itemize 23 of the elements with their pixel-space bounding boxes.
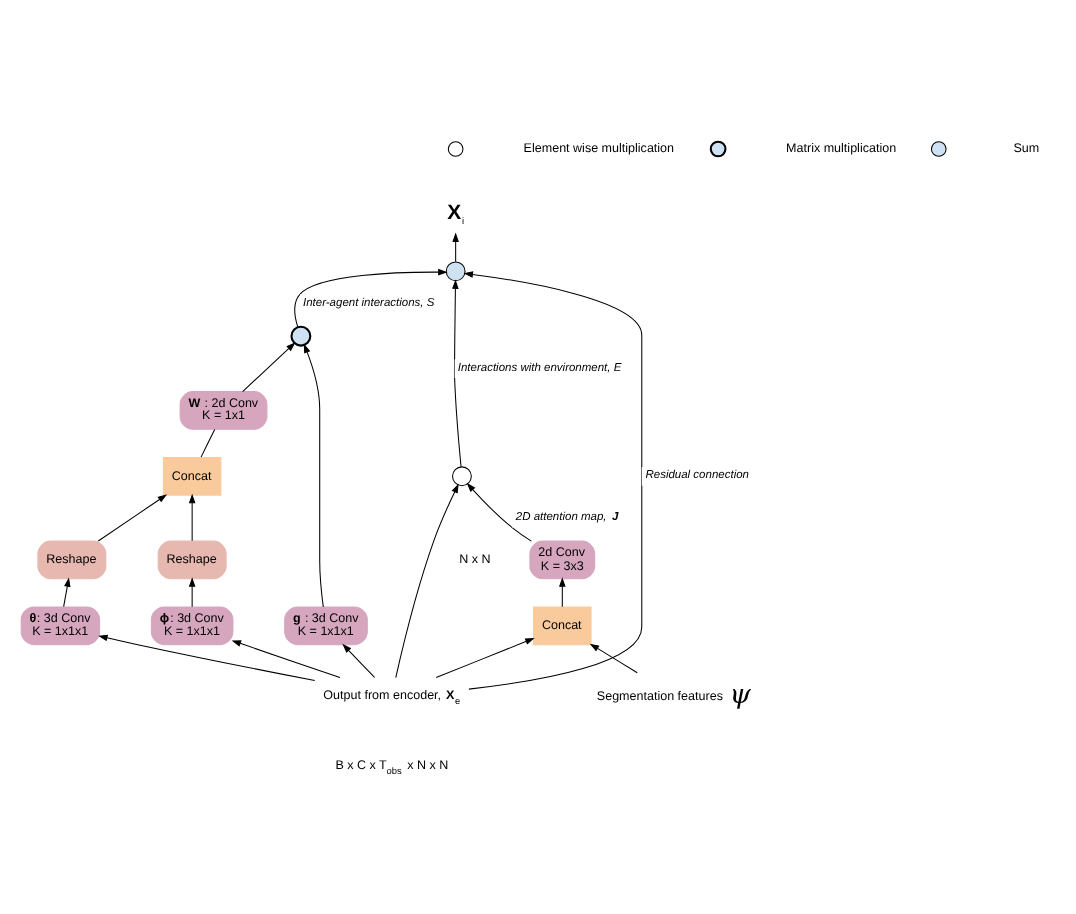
arrow (589, 642, 638, 673)
arrow (395, 482, 459, 678)
arrow (463, 270, 643, 689)
node-circle (290, 324, 312, 346)
arrow (452, 231, 459, 262)
arrow (98, 633, 316, 681)
arrow (97, 493, 168, 541)
arrow (435, 637, 535, 678)
arrow (559, 576, 566, 607)
node-circle (445, 260, 466, 281)
node-text: ψ (729, 677, 751, 710)
arrow (303, 342, 324, 607)
arrow (342, 642, 376, 677)
arrow (242, 341, 296, 392)
connector (200, 427, 216, 457)
arrow (294, 267, 448, 327)
arrow (188, 576, 196, 607)
arrow (231, 639, 341, 678)
arrow (452, 278, 462, 467)
arrow (63, 576, 71, 607)
arrow (188, 492, 196, 541)
arrow (466, 481, 532, 541)
node-circle (452, 465, 472, 486)
